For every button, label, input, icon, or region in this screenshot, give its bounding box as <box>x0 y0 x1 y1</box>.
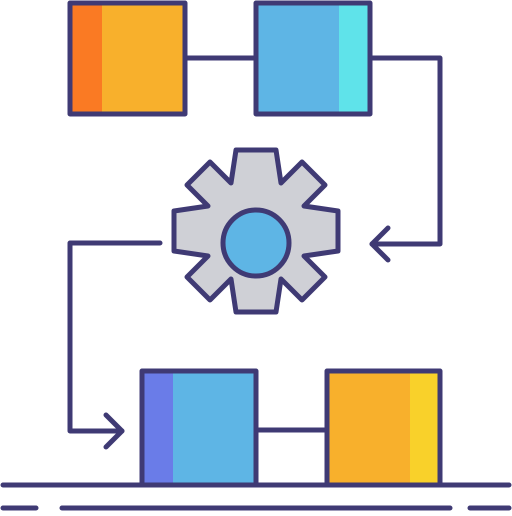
arrowhead-left-icon <box>103 412 125 450</box>
connector-left-from-gear <box>67 240 163 434</box>
gear-icon <box>171 147 341 315</box>
process-box-bottom-right <box>324 368 443 488</box>
connector-right-to-gear <box>367 55 443 247</box>
process-box-top-left <box>67 0 188 117</box>
process-box-top-right <box>253 0 373 117</box>
arrowhead-right-icon <box>369 225 391 263</box>
process-box-bottom-left <box>139 368 259 488</box>
